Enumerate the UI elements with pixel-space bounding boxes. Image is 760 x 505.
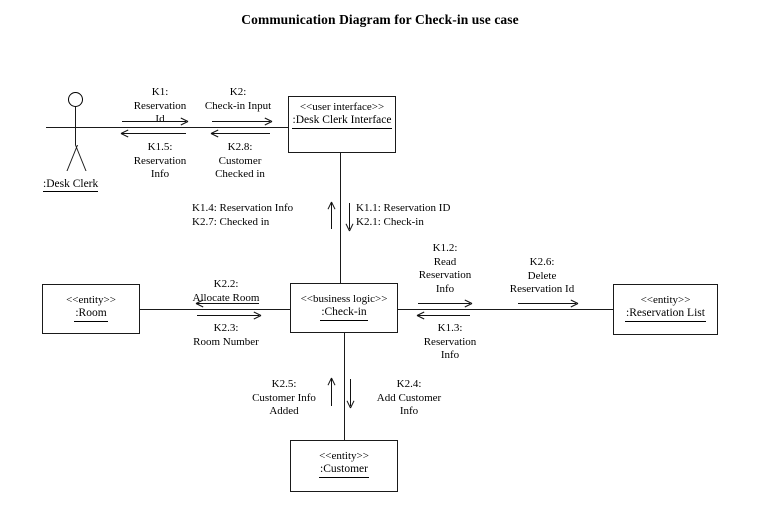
- message-arrow-k2-3: [197, 312, 259, 319]
- message-label-k2-3: K2.3: Room Number: [193, 322, 259, 348]
- message-arrow-k1: [122, 118, 186, 125]
- diagram-title: Communication Diagram for Check-in use c…: [241, 12, 519, 27]
- stereotype-label: <<entity>>: [319, 450, 369, 462]
- message-label-k2-8: K2.8: Customer Checked in: [215, 141, 265, 180]
- message-label-k1-3: K1.3: Reservation Info: [423, 322, 477, 361]
- message-arrow-k2-2: [197, 300, 259, 307]
- message-label-k1: K1: Reservation Id: [133, 86, 187, 125]
- message-arrow-k1-3: [418, 312, 470, 319]
- link-interface-to-checkin: [340, 153, 341, 283]
- message-arrow-k1-2: [418, 300, 470, 307]
- message-label-k2-6: K2.6: Delete Reservation Id: [509, 256, 575, 295]
- object-name-label: :Reservation List: [614, 307, 717, 322]
- object-reservation-list[interactable]: <<entity>> :Reservation List: [613, 284, 718, 335]
- message-arrow-k2-5: [328, 379, 335, 406]
- message-label-k2: K2: Check-in Input: [204, 86, 272, 112]
- actor-label: :Desk Clerk: [43, 178, 99, 192]
- message-label-k1-1-k2-1: K1.1: Reservation ID K2.1: Check-in: [356, 202, 451, 228]
- object-name-label: :Check-in: [291, 306, 397, 321]
- link-checkin-to-reservationlist: [398, 309, 613, 310]
- link-clerk-to-interface: [46, 127, 290, 128]
- actor-left-leg-icon: [44, 145, 78, 171]
- message-label-k1-2: K1.2: Read Reservation Info: [418, 242, 472, 295]
- object-name-label: :Desk Clerk Interface: [289, 114, 395, 129]
- stereotype-label: <<user interface>>: [299, 101, 385, 113]
- message-label-k1-4-k2-7: K1.4: Reservation Info K2.7: Checked in: [192, 202, 294, 228]
- link-checkin-to-customer: [344, 333, 345, 440]
- actor-torso-icon: [75, 107, 76, 145]
- link-room-to-checkin: [140, 309, 290, 310]
- message-label-k1-5: K1.5: Reservation Info: [133, 141, 187, 180]
- message-label-k2-5: K2.5: Customer Info Added: [252, 378, 316, 417]
- message-arrow-k2-4: [347, 379, 354, 406]
- message-arrow-k2-8: [212, 130, 270, 137]
- stereotype-label: <<business logic>>: [300, 293, 388, 305]
- actor-head-icon: [68, 92, 83, 107]
- object-desk-clerk-interface[interactable]: <<user interface>> :Desk Clerk Interface: [288, 96, 396, 153]
- object-check-in[interactable]: <<business logic>> :Check-in: [290, 283, 398, 333]
- stereotype-label: <<entity>>: [66, 294, 116, 306]
- message-label-k2-4: K2.4: Add Customer Info: [376, 378, 442, 417]
- message-arrow-k2-6: [518, 300, 576, 307]
- stereotype-label: <<entity>>: [640, 294, 691, 306]
- object-room[interactable]: <<entity>> :Room: [42, 284, 140, 334]
- message-arrow-k2: [212, 118, 270, 125]
- message-arrow-k1-4-k2-7: [328, 203, 335, 229]
- object-customer[interactable]: <<entity>> :Customer: [290, 440, 398, 492]
- message-arrow-k1-5: [122, 130, 186, 137]
- object-name-label: :Customer: [291, 463, 397, 478]
- actor-right-leg-icon: [75, 145, 109, 171]
- message-arrow-k1-1-k2-1: [346, 203, 353, 229]
- object-name-label: :Room: [43, 307, 139, 322]
